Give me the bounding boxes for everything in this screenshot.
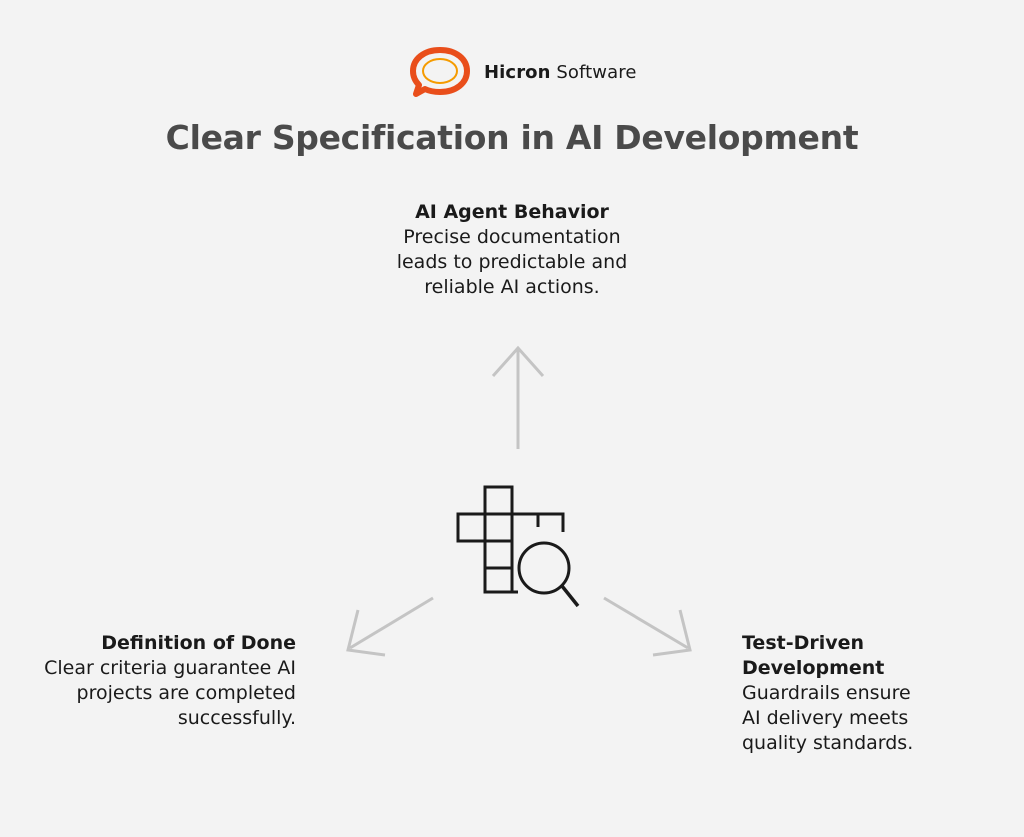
node-description-line: Precise documentation [403,226,621,248]
node-test-driven-development: Test-Driven Development Guardrails ensur… [742,631,1002,756]
arrow-down-right-icon [603,596,692,657]
node-title: AI Agent Behavior [415,201,609,223]
node-description-line: projects are completed [76,682,296,704]
arrow-down-left-icon [346,596,434,657]
node-description-line: successfully. [177,707,296,729]
arrow-up-icon [491,345,545,449]
brand-name-strong: Hicron [484,61,551,83]
speech-bubble-logo-icon [410,47,470,97]
brand-name: Hicron Software [484,62,637,83]
page-title: Clear Specification in AI Development [165,118,859,157]
node-description-line: leads to predictable and [396,251,628,273]
node-description-line: quality standards. [742,732,914,754]
node-description-line: Guardrails ensure [742,682,911,704]
node-description-line: reliable AI actions. [424,276,600,298]
node-description-line: Clear criteria guarantee AI [44,657,296,679]
node-title: Test-Driven [742,632,865,654]
node-ai-agent-behavior: AI Agent Behavior Precise documentation … [362,200,662,300]
brand-name-light: Software [550,61,637,83]
node-definition-of-done: Definition of Done Clear criteria guaran… [30,631,296,731]
node-title: Development [742,657,885,679]
crossword-magnifier-icon [456,485,580,608]
node-title: Definition of Done [101,632,296,654]
node-description-line: AI delivery meets [742,707,909,729]
brand-logo: Hicron Software [410,46,637,98]
